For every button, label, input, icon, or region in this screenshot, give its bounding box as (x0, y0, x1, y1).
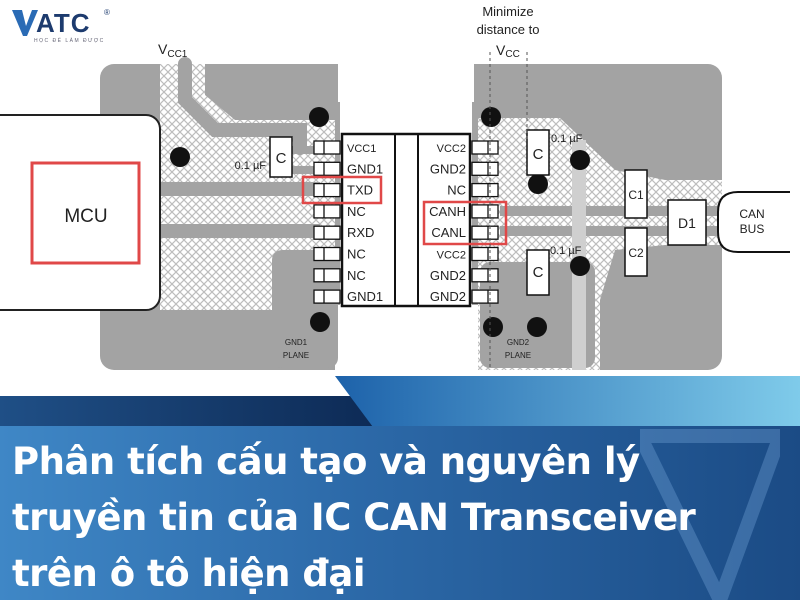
pin-label: VCC1 (347, 143, 376, 155)
traces (160, 140, 722, 370)
vatc-logo: ATC ® HỌC ĐỂ LÀM ĐƯỢC (12, 8, 112, 46)
vcc1-label: VCC1 (158, 41, 188, 60)
pin-label: NC (347, 247, 366, 262)
can-highlight (422, 200, 508, 246)
pin-left-3: TXD (313, 183, 373, 198)
capacitor-c2: C2 (624, 227, 648, 277)
pin-right-3: NC (447, 183, 499, 198)
logo-tagline: HỌC ĐỂ LÀM ĐƯỢC (34, 38, 105, 44)
cap-value: 0.1 µF (235, 160, 267, 172)
pin-left-5: RXD (313, 225, 374, 240)
gnd1-plane-label: GND1 (285, 338, 308, 347)
title-line: truyền tin của IC CAN Transceiver (12, 496, 696, 539)
gnd1-plane-label: PLANE (283, 351, 309, 360)
can-bus-connector (717, 191, 790, 253)
ic-chip (340, 132, 472, 308)
pin-right-2: GND2 (430, 161, 499, 176)
banner-light-stripe (335, 376, 800, 426)
article-title: Phân tích cấu tạo và nguyên lý truyền ti… (12, 434, 696, 600)
pin-left-6: NC (313, 247, 366, 262)
svg-text:C1: C1 (628, 188, 644, 202)
svg-text:C2: C2 (628, 246, 644, 260)
gnd2-plane-label: GND2 (507, 338, 530, 347)
pin-label: NC (447, 183, 466, 198)
pin-label: RXD (347, 225, 374, 240)
pin-right-4: CANH (429, 204, 499, 219)
pin-left-7: NC (313, 268, 366, 283)
pin-label: GND2 (430, 268, 466, 283)
pin-label: VCC2 (437, 143, 466, 155)
pin-label: NC (347, 204, 366, 219)
title-line: trên ô tô hiện đại (12, 552, 366, 595)
txd-highlight (301, 175, 383, 205)
svg-text:C: C (276, 150, 287, 167)
annotation-distance: distance to (477, 22, 540, 37)
capacitor-vcc2: C (526, 129, 550, 176)
pin-left-2: GND1 (313, 161, 383, 176)
mcu-highlight (30, 161, 141, 265)
pin-right-6: VCC2 (437, 246, 499, 262)
gnd2-plane-label: PLANE (505, 351, 531, 360)
svg-text:D1: D1 (678, 215, 696, 231)
cap-value: 0.1 µF (550, 245, 582, 257)
pin-label: TXD (347, 183, 373, 198)
gnd2-plane (480, 262, 595, 368)
title-panel: Phân tích cấu tạo và nguyên lý truyền ti… (0, 426, 800, 600)
via-icons (170, 107, 590, 337)
vcc-label: VCC (496, 42, 520, 60)
pin-left-8: GND1 (313, 289, 383, 304)
can-bus-label: CAN (739, 207, 764, 221)
capacitor-vcc2-lower: C (526, 249, 550, 296)
pin-label: VCC2 (437, 250, 466, 262)
pin-label: CANL (431, 225, 466, 240)
pin-label: GND1 (347, 289, 383, 304)
banner-dark-stripe (0, 396, 380, 426)
pin-label: NC (347, 268, 366, 283)
watermark-v-icon (640, 429, 780, 600)
pin-right-5: CANL (431, 225, 499, 240)
pin-label: GND2 (430, 161, 466, 176)
svg-text:C: C (533, 146, 544, 163)
cap-value: 0.1 µF (551, 133, 583, 145)
capacitor-c1: C1 (624, 169, 648, 219)
pin-left-4: NC (313, 204, 366, 219)
pin-label: CANH (429, 204, 466, 219)
svg-text:C: C (533, 264, 544, 281)
title-line: Phân tích cấu tạo và nguyên lý (12, 440, 640, 483)
can-bus-label: BUS (740, 222, 765, 236)
pin-left-1: VCC1 (313, 140, 376, 155)
pin-label: GND1 (347, 161, 383, 176)
logo-v-icon (12, 10, 38, 36)
pin-right-7: GND2 (430, 268, 499, 283)
mcu-label: MCU (64, 206, 107, 227)
pin-right-8: GND2 (430, 289, 499, 304)
logo-text: ATC (36, 8, 91, 38)
diode-d1: D1 (667, 199, 707, 246)
pin-right-1: VCC2 (437, 140, 499, 155)
pin-label: GND2 (430, 289, 466, 304)
annotation-minimize: Minimize (482, 4, 533, 19)
capacitor-vcc1: C (269, 136, 293, 178)
